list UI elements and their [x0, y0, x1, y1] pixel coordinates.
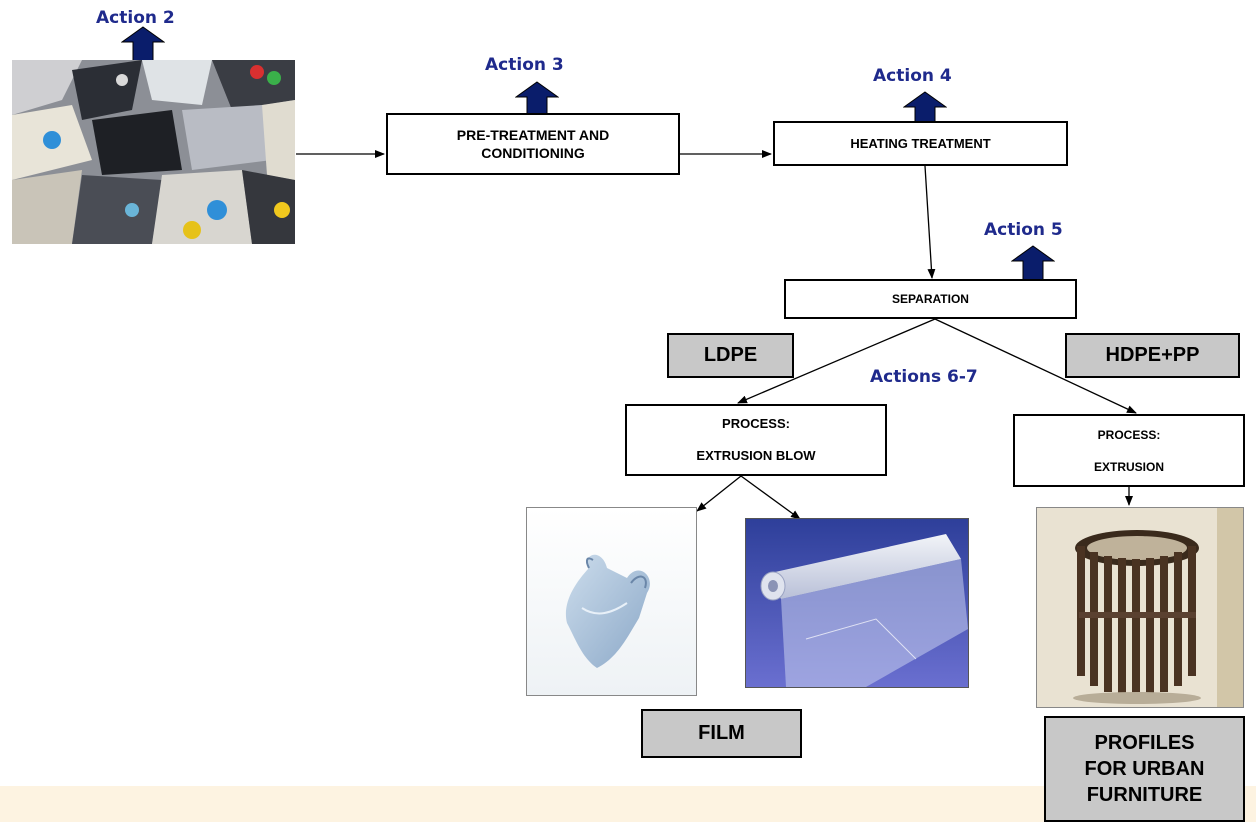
process-left-line-1: PROCESS: [722, 416, 790, 431]
urban-furniture-photo [1036, 507, 1244, 708]
profiles-line-1: PROFILES [1094, 732, 1195, 754]
separation-label: SEPARATION [892, 292, 969, 306]
heating-treatment-box: HEATING TREATMENT [773, 121, 1068, 166]
film-text: FILM [698, 722, 745, 744]
heating-treatment-label: HEATING TREATMENT [850, 136, 991, 151]
arrow-separation-to-process-right [934, 318, 1137, 414]
process-left-line-2: EXTRUSION BLOW [696, 448, 816, 463]
ldpe-text: LDPE [703, 344, 758, 366]
hdpe-pp-label: HDPE+PP [1065, 333, 1240, 378]
profiles-line-2: FOR URBAN [1084, 758, 1205, 780]
arrow-separation-to-process-left [737, 318, 936, 404]
film-label: FILM [641, 709, 802, 758]
process-right-line-2: EXTRUSION [1093, 459, 1164, 474]
pretreatment-line-2: CONDITIONING [481, 145, 585, 161]
action-2-label: Action 2 [96, 8, 175, 28]
plastic-bag-photo [526, 507, 697, 696]
ldpe-label: LDPE [667, 333, 794, 378]
arrow-process-left-to-bag [696, 475, 742, 512]
pretreatment-box: PRE-TREATMENT AND CONDITIONING [386, 113, 680, 175]
actions-6-7-label: Actions 6-7 [870, 367, 978, 387]
process-extrusion-box: PROCESS: EXTRUSION [1013, 414, 1245, 487]
pretreatment-line-1: PRE-TREATMENT AND [456, 127, 610, 143]
action-5-up-arrow-icon [1011, 245, 1055, 281]
hdpe-pp-text: HDPE+PP [1105, 344, 1200, 366]
action-5-label: Action 5 [984, 220, 1063, 240]
profiles-line-3: FURNITURE [1086, 784, 1203, 806]
action-3-up-arrow-icon [515, 81, 559, 117]
action-3-label: Action 3 [485, 55, 564, 75]
profiles-label: PROFILES FOR URBAN FURNITURE [1044, 716, 1245, 822]
arrow-heating-to-separation [924, 165, 936, 279]
process-right-line-1: PROCESS: [1097, 427, 1161, 442]
action-4-label: Action 4 [873, 66, 952, 86]
separation-box: SEPARATION [784, 279, 1077, 319]
action-2-up-arrow-icon [121, 26, 165, 62]
process-extrusion-blow-box: PROCESS: EXTRUSION BLOW [625, 404, 887, 476]
arrow-process-left-to-roll [740, 475, 801, 520]
plastic-waste-photo [12, 60, 295, 244]
film-roll-photo [745, 518, 969, 688]
